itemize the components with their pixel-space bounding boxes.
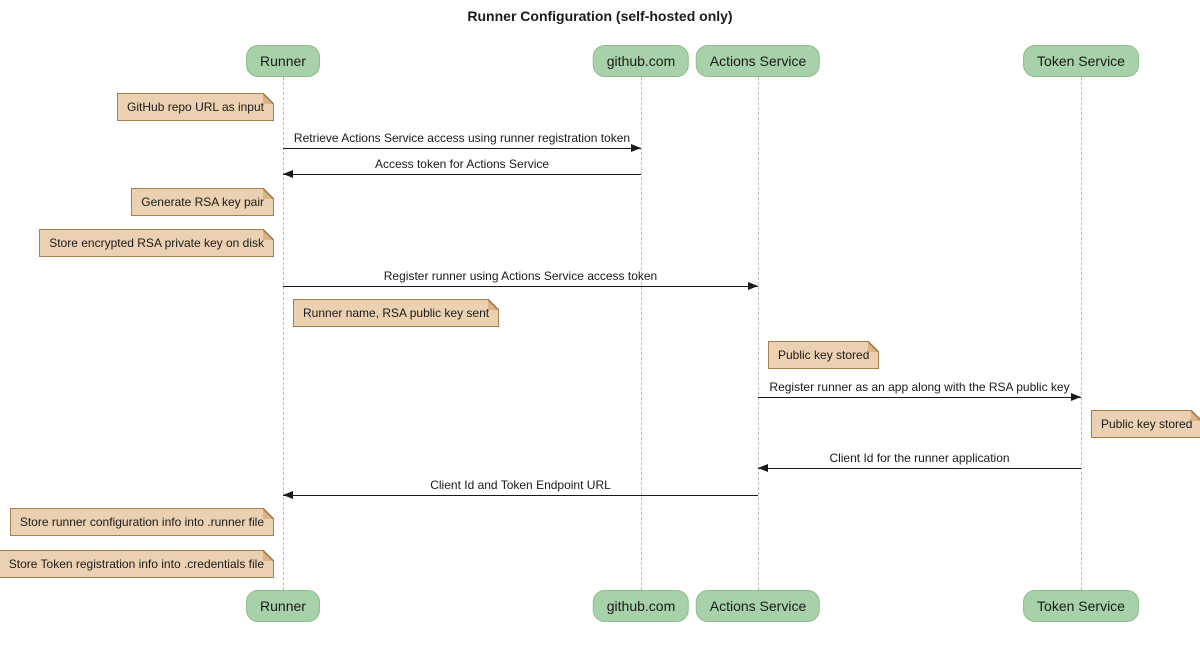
note: Public key stored (768, 341, 880, 369)
note: Generate RSA key pair (131, 188, 274, 216)
note-fold-icon (868, 341, 880, 352)
message-line (283, 495, 758, 496)
participant-token-service-top: Token Service (1023, 45, 1139, 77)
message-line (283, 174, 641, 175)
note: GitHub repo URL as input (117, 93, 274, 121)
lifeline-github (641, 77, 642, 590)
lifeline-actions-service (758, 77, 759, 590)
note-text: Public key stored (778, 348, 870, 362)
message-label: Access token for Actions Service (374, 157, 550, 171)
note-fold-icon (488, 299, 500, 310)
message-label: Client Id for the runner application (829, 451, 1010, 465)
note: Public key stored (1091, 410, 1200, 438)
arrow-left-icon (283, 170, 293, 178)
arrow-right-icon (1071, 393, 1081, 401)
participant-token-service-bottom: Token Service (1023, 590, 1139, 622)
note-fold-icon (263, 188, 274, 199)
note: Store encrypted RSA private key on disk (39, 229, 274, 257)
arrow-left-icon (758, 464, 768, 472)
message-label: Client Id and Token Endpoint URL (430, 478, 611, 492)
note-text: Runner name, RSA public key sent (303, 306, 490, 320)
note-text: Public key stored (1101, 417, 1193, 431)
note-fold-icon (263, 229, 274, 240)
note-text: Store encrypted RSA private key on disk (49, 236, 264, 250)
note: Store runner configuration info into .ru… (9, 508, 274, 536)
message-label: Retrieve Actions Service access using ru… (293, 131, 631, 145)
note-fold-icon (263, 93, 274, 104)
message-label: Register runner as an app along with the… (769, 380, 1070, 394)
message-label: Register runner using Actions Service ac… (383, 269, 658, 283)
message-line (758, 397, 1081, 398)
participant-actions-service-bottom: Actions Service (695, 590, 821, 622)
participant-github-top: github.com (592, 45, 690, 77)
arrow-left-icon (283, 491, 293, 499)
lifeline-token-service (1081, 77, 1082, 590)
message-line (283, 286, 758, 287)
note: Runner name, RSA public key sent (293, 299, 500, 327)
diagram-title: Runner Configuration (self-hosted only) (467, 8, 733, 24)
participant-runner-bottom: Runner (246, 590, 320, 622)
note-fold-icon (1191, 410, 1200, 421)
note: Store Token registration info into .cred… (0, 550, 274, 578)
note-fold-icon (263, 508, 274, 519)
message-line (283, 148, 641, 149)
lifeline-runner (283, 77, 284, 590)
note-fold-icon (263, 550, 274, 561)
note-text: Store Token registration info into .cred… (8, 557, 264, 571)
note-text: Store runner configuration info into .ru… (19, 515, 264, 529)
participant-actions-service-top: Actions Service (695, 45, 821, 77)
message-line (758, 468, 1081, 469)
arrow-right-icon (631, 144, 641, 152)
arrow-right-icon (748, 282, 758, 290)
note-text: GitHub repo URL as input (127, 100, 264, 114)
participant-github-bottom: github.com (592, 590, 690, 622)
participant-runner-top: Runner (246, 45, 320, 77)
note-text: Generate RSA key pair (141, 195, 264, 209)
